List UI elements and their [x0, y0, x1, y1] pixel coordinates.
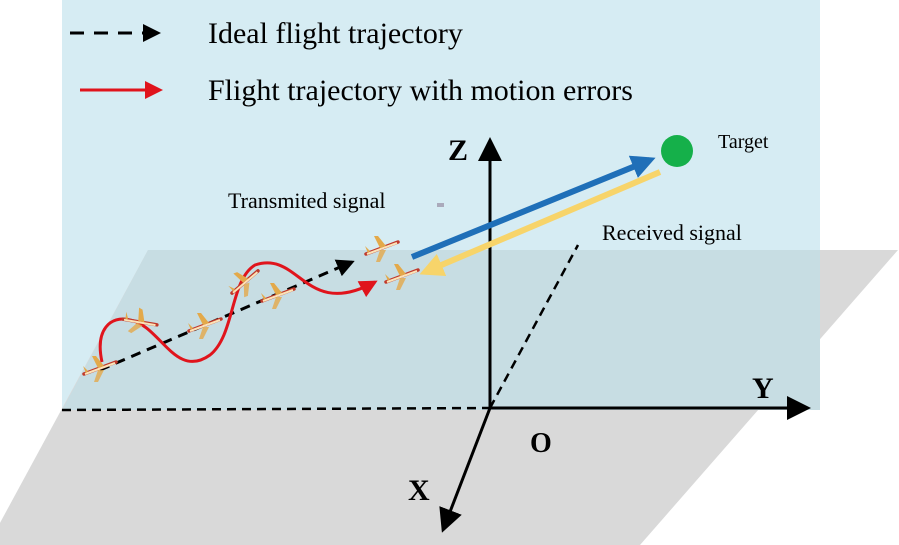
negative-x-axis: [488, 244, 580, 409]
plane-overlap: [62, 250, 820, 410]
negative-y-axis: [61, 406, 491, 412]
transmitted-signal-label: Transmited signal: [228, 188, 385, 213]
ideal-trajectory: [99, 259, 355, 372]
origin-label: O: [530, 428, 552, 459]
z-axis-label: Z: [448, 134, 468, 167]
legend-ideal-label: Ideal flight trajectory: [208, 17, 463, 50]
received-signal-arrow: [419, 169, 662, 276]
x-axis: [439, 407, 492, 533]
transmitted-signal-arrow: [410, 155, 656, 260]
received-signal-label: Received signal: [602, 220, 742, 245]
x-axis-label: X: [408, 474, 430, 507]
marker-dash: [437, 203, 444, 207]
legend-error-label: Flight trajectory with motion errors: [208, 74, 633, 107]
target-label: Target: [718, 131, 769, 153]
y-axis-label: Y: [752, 372, 774, 405]
target-point: [661, 135, 693, 167]
